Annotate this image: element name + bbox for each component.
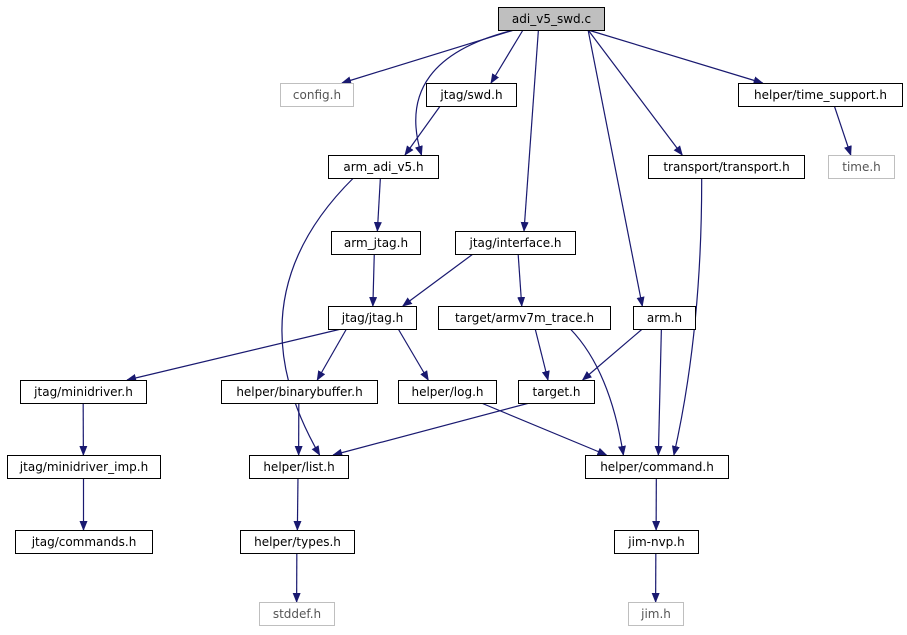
node-label: helper/time_support.h (754, 88, 887, 102)
nodes-layer: adi_v5_swd.c config.h jtag/swd.h helper/tim… (7, 7, 903, 626)
edge-root-to-arm (587, 29, 645, 307)
edge-root-to-arm_adi_v5 (415, 29, 515, 156)
node-box (438, 306, 611, 330)
node-box (259, 602, 335, 626)
node-label: jtag/minidriver_imp.h (19, 460, 148, 474)
edge-jtag-to-minidriver (126, 328, 342, 382)
node-time[interactable]: time.h (828, 155, 895, 179)
node-swd[interactable]: jtag/swd.h (426, 83, 517, 107)
edge-root-to-swd (490, 29, 524, 84)
edge-jtag-to-log (397, 328, 429, 381)
node-minidriver[interactable]: jtag/minidriver.h (20, 380, 147, 404)
node-config[interactable]: config.h (280, 83, 354, 107)
node-box (426, 83, 517, 107)
node-label: helper/log.h (411, 385, 483, 399)
node-armv7m-trace[interactable]: target/armv7m_trace.h (438, 306, 611, 330)
node-label: jim-nvp.h (627, 535, 684, 549)
node-label: arm_adi_v5.h (343, 160, 423, 174)
node-box (7, 455, 161, 479)
edge-root-to-interface (520, 29, 539, 232)
node-root[interactable]: adi_v5_swd.c (498, 7, 605, 31)
edge-log-to-command (481, 402, 608, 456)
node-arm-jtag[interactable]: arm_jtag.h (331, 231, 421, 255)
node-list[interactable]: helper/list.h (249, 455, 349, 479)
node-label: jtag/swd.h (439, 88, 502, 102)
node-label: arm_jtag.h (344, 236, 408, 250)
node-command[interactable]: helper/command.h (585, 455, 729, 479)
edge-swd-to-arm_adi_v5 (404, 105, 441, 156)
node-label: helper/command.h (600, 460, 714, 474)
node-time-support[interactable]: helper/time_support.h (738, 83, 903, 107)
node-box (398, 380, 497, 404)
node-label: stddef.h (273, 607, 321, 621)
edge-arm-to-target (581, 328, 643, 381)
edge-arm_adi_v5-to-list (281, 177, 354, 456)
node-label: helper/list.h (263, 460, 334, 474)
node-label: jtag/minidriver.h (33, 385, 133, 399)
edge-armv7m_trace-to-command (569, 328, 626, 456)
node-box (221, 380, 378, 404)
edge-arm_jtag-to-jtag (369, 253, 378, 307)
node-box (20, 380, 147, 404)
node-label: target.h (533, 385, 581, 399)
node-arm-adi-v5[interactable]: arm_adi_v5.h (328, 155, 439, 179)
node-box (249, 455, 349, 479)
node-box (280, 83, 354, 107)
node-label: time.h (842, 160, 881, 174)
node-box (328, 155, 439, 179)
node-box (648, 155, 805, 179)
node-minidriver-imp[interactable]: jtag/minidriver_imp.h (7, 455, 161, 479)
edge-interface-to-armv7m_trace (517, 253, 526, 307)
node-label: jtag/interface.h (469, 236, 562, 250)
node-arm[interactable]: arm.h (633, 306, 696, 330)
edge-time_support-to-time (833, 105, 852, 156)
node-box (518, 380, 595, 404)
node-box (738, 83, 903, 107)
node-label: config.h (293, 88, 341, 102)
node-stddef[interactable]: stddef.h (259, 602, 335, 626)
edges-layer (79, 29, 852, 603)
edge-list-to-types (293, 477, 302, 531)
node-log[interactable]: helper/log.h (398, 380, 497, 404)
node-label: target/armv7m_trace.h (455, 311, 594, 325)
node-box (828, 155, 895, 179)
edge-jtag-to-binarybuffer (316, 328, 347, 381)
node-jim-nvp[interactable]: jim-nvp.h (614, 530, 699, 554)
edge-arm-to-command (654, 328, 663, 456)
node-label: jtag/jtag.h (341, 311, 403, 325)
edge-arm_adi_v5-to-arm_jtag (373, 177, 382, 232)
node-box (498, 7, 605, 31)
node-label: adi_v5_swd.c (512, 12, 591, 26)
edge-interface-to-jtag (401, 253, 474, 307)
node-box (633, 306, 696, 330)
node-box (614, 530, 699, 554)
node-box (328, 306, 417, 330)
node-label: helper/binarybuffer.h (236, 385, 362, 399)
node-box (455, 231, 576, 255)
node-types[interactable]: helper/types.h (240, 530, 355, 554)
node-binarybuffer[interactable]: helper/binarybuffer.h (221, 380, 378, 404)
node-box (628, 602, 684, 626)
node-jtag[interactable]: jtag/jtag.h (328, 306, 417, 330)
node-commands[interactable]: jtag/commands.h (15, 530, 153, 554)
node-target[interactable]: target.h (518, 380, 595, 404)
node-box (240, 530, 355, 554)
node-label: transport/transport.h (663, 160, 789, 174)
node-box (585, 455, 729, 479)
edge-root-to-transport (587, 29, 683, 156)
node-label: jim.h (640, 607, 671, 621)
node-jim[interactable]: jim.h (628, 602, 684, 626)
node-box (331, 231, 421, 255)
edge-armv7m_trace-to-target (534, 328, 550, 381)
edge-target-to-list (332, 402, 530, 457)
node-label: helper/types.h (254, 535, 341, 549)
node-label: jtag/commands.h (31, 535, 137, 549)
node-interface[interactable]: jtag/interface.h (455, 231, 576, 255)
node-label: arm.h (647, 311, 682, 325)
node-box (15, 530, 153, 554)
edge-root-to-time_support (587, 29, 764, 85)
node-transport[interactable]: transport/transport.h (648, 155, 805, 179)
